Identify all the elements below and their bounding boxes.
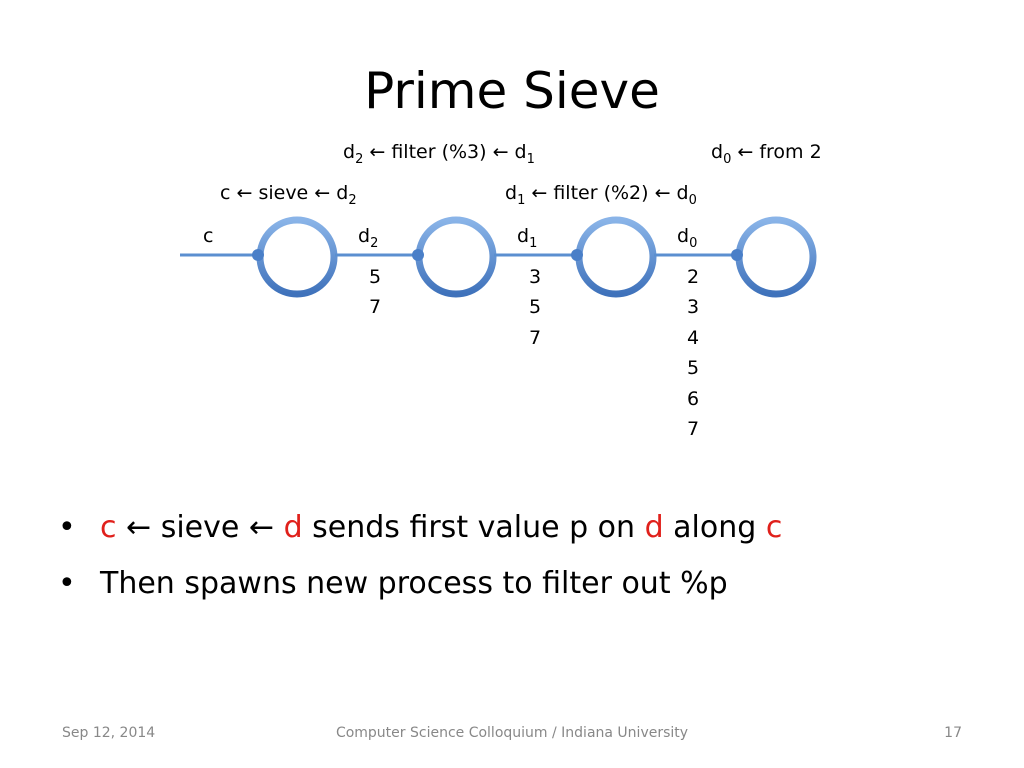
channel-value: 7 <box>686 418 700 440</box>
channel-value: 5 <box>368 266 382 288</box>
label-d1-filter: d1 ← filter (%2) ← d0 <box>505 182 697 208</box>
channel-value: 3 <box>686 296 700 318</box>
channel-value: 7 <box>368 296 382 318</box>
footer-page-number: 17 <box>944 725 962 741</box>
channel-value: 5 <box>686 357 700 379</box>
process-ring-1 <box>256 216 338 298</box>
bullet-item: • Then spawns new process to filter out … <box>58 564 782 620</box>
label-d2-filter: d2 ← filter (%3) ← d1 <box>343 141 535 167</box>
port-dot-1 <box>252 249 264 261</box>
channel-value: 3 <box>528 266 542 288</box>
label-c-sieve: c ← sieve ← d2 <box>220 182 357 208</box>
footer-center: Computer Science Colloquium / Indiana Un… <box>335 725 689 741</box>
port-dot-3 <box>571 249 583 261</box>
channel-value: 5 <box>528 296 542 318</box>
channel-value: 4 <box>686 327 700 349</box>
port-dot-4 <box>731 249 743 261</box>
page-title: Prime Sieve <box>364 62 660 120</box>
channel-label-c: c <box>203 225 214 247</box>
process-ring-3 <box>575 216 657 298</box>
channel-label-d2: d2 <box>358 225 379 251</box>
bullet-dot-icon: • <box>58 566 76 601</box>
channel-label-d1: d1 <box>517 225 538 251</box>
bullet-item: • c ← sieve ← d sends first value p on d… <box>58 508 782 564</box>
label-d0-from: d0 ← from 2 <box>711 141 822 167</box>
channel-value: 7 <box>528 327 542 349</box>
channel-value: 6 <box>686 388 700 410</box>
channel-label-d0: d0 <box>677 225 698 251</box>
bullet-list: • c ← sieve ← d sends first value p on d… <box>58 508 782 620</box>
process-ring-2 <box>415 216 497 298</box>
port-dot-2 <box>412 249 424 261</box>
process-ring-4 <box>735 216 817 298</box>
bullet-dot-icon: • <box>58 510 76 545</box>
footer-date: Sep 12, 2014 <box>62 725 156 741</box>
channel-value: 2 <box>686 266 700 288</box>
